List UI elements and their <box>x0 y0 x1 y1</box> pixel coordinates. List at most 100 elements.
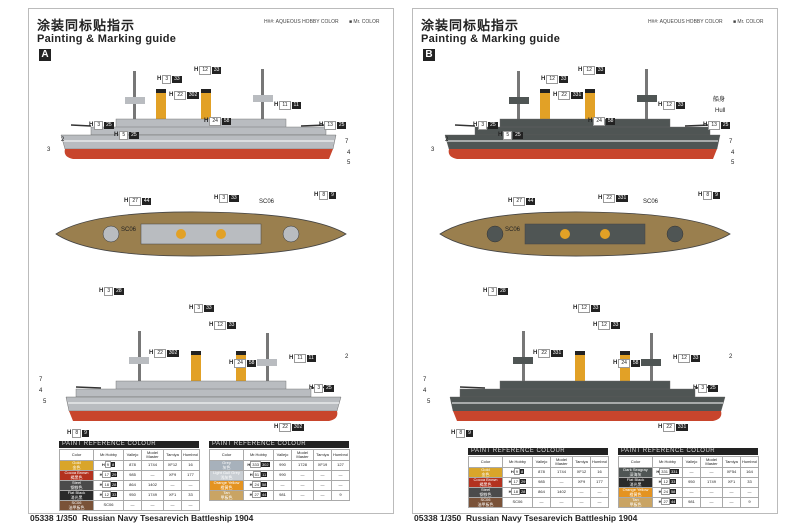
mr-color-code: 9 <box>82 430 89 437</box>
upper-hull <box>65 396 342 412</box>
aqueous-code: 24 <box>661 488 670 496</box>
hobby-prefix: H <box>157 76 162 82</box>
ship-drawing <box>444 69 721 159</box>
aqueous-code: 24 <box>618 359 630 368</box>
mr-color-code: 9 <box>329 192 336 199</box>
decal-number: 3 <box>47 147 51 153</box>
tamiya-cell: — <box>163 480 182 491</box>
hobby-prefix: H <box>89 122 94 128</box>
deck-color-label: SC06 <box>505 227 521 233</box>
aqueous-code: 13 <box>708 121 720 130</box>
mr-color-code: 33 <box>610 322 621 329</box>
mr-color-code: 33 <box>558 76 569 83</box>
tamiya-cell: XF1 <box>722 477 741 488</box>
ship-top-view <box>55 211 347 257</box>
tamiya-cell: — <box>163 500 182 511</box>
hobby-prefix: H <box>658 102 663 108</box>
hobby-prefix: H <box>249 472 253 478</box>
hobby-prefix: H <box>510 469 514 475</box>
gun-barrel <box>300 124 327 127</box>
mr-color-code: 28 <box>114 288 124 295</box>
tamiya-cell: XF9 <box>572 477 591 488</box>
title-english: Painting & Marking guide <box>421 33 561 45</box>
deck-color-label: SC06 <box>643 199 659 205</box>
mr-color-code: 9 <box>466 430 473 437</box>
color-name-cn: 甲板色 <box>629 501 642 507</box>
hobby-prefix: H <box>214 195 219 201</box>
mr-color-code: 33 <box>204 305 214 312</box>
gun-barrel <box>75 386 102 389</box>
aqueous-code: 27 <box>513 197 525 206</box>
mr-color-code: 331 <box>570 92 584 99</box>
funnel <box>575 353 585 391</box>
mm-cell: — <box>700 487 723 498</box>
column-header: Humbrol <box>331 449 350 461</box>
mm-cell: 1402 <box>550 487 573 498</box>
color-name: Orange Yellow <box>622 487 649 492</box>
aqueous-code: 3 <box>219 194 229 203</box>
humbrol-cell: — <box>181 480 200 491</box>
mr-color-code: 331 <box>615 195 629 202</box>
aqueous-code: 8 <box>319 191 329 200</box>
aqueous-code: 12 <box>214 321 226 330</box>
mr-color-code: 33 <box>172 76 182 83</box>
superstructure-top <box>140 223 262 245</box>
mr-color-code: 33 <box>226 322 237 329</box>
vallejo-cell: 878 <box>532 467 551 478</box>
fighting-top <box>509 97 529 104</box>
decal-number: 5 <box>43 399 47 405</box>
upper-hull <box>449 396 726 412</box>
humbrol-cell: 164 <box>740 467 759 478</box>
tamiya-cell: — <box>722 487 741 498</box>
vallejo-cell: — <box>682 467 701 478</box>
tamiya-cell: XF12 <box>572 467 591 478</box>
ship-side-view-port <box>449 331 726 421</box>
hobby-prefix: H <box>508 479 512 485</box>
aqueous-code: 17 <box>511 478 520 486</box>
paint-reference-title: PAINT REFERENCE COLOUR <box>209 441 349 448</box>
aqueous-code: 22 <box>174 91 186 100</box>
mr-color-code: 25 <box>324 385 334 392</box>
mr-color-code: 11 <box>306 355 316 362</box>
vallejo-cell: 950 <box>682 477 701 488</box>
mr-color-code: 29 <box>519 479 527 485</box>
mr-color-code: 302 <box>186 92 200 99</box>
humbrol-cell: 16 <box>590 467 609 478</box>
paint-reference-title: PAINT REFERENCE COLOUR <box>618 448 758 455</box>
aqueous-code: 27 <box>129 197 141 206</box>
column-header: Vallejo <box>682 456 701 468</box>
hobby-prefix: H <box>274 424 279 430</box>
product-code: 05338 <box>414 513 438 523</box>
aqueous-code: 333 <box>250 461 261 469</box>
hobby-prefix: H <box>101 462 105 468</box>
superstructure-top <box>524 223 646 245</box>
legend-aqueous: H##: AQUEOUS HOBBY COLOR <box>648 19 723 25</box>
mr-color-code: 25 <box>336 122 347 129</box>
aqueous-code: 3 <box>194 304 204 313</box>
aqueous-code: 24 <box>234 359 246 368</box>
mr-color-code: 28 <box>498 288 508 295</box>
color-name: Tan <box>632 497 639 502</box>
color-name: Gold <box>481 467 490 472</box>
aqueous-code: 9 <box>513 468 520 476</box>
aqueous-code: 11 <box>294 354 306 363</box>
hobby-prefix: H <box>703 122 708 128</box>
